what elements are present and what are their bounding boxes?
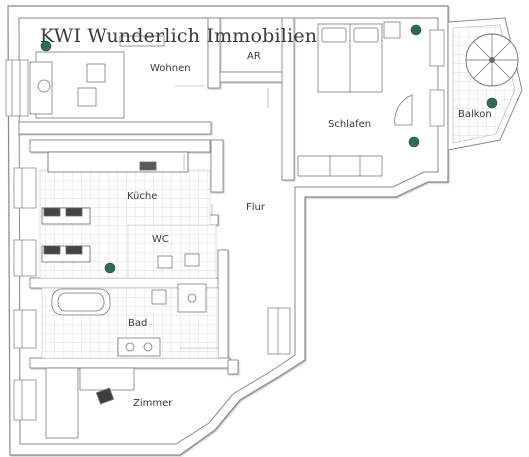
room-label-wohnen: Wohnen <box>150 63 191 74</box>
door-arcs <box>175 85 269 349</box>
west-windows <box>5 59 37 421</box>
bedroom-furniture <box>297 21 413 177</box>
room-label-wc: WC <box>152 234 169 245</box>
room-label-ar: AR <box>247 51 261 62</box>
room-label-bad: Bad <box>128 318 148 329</box>
plant-icon <box>40 24 498 274</box>
wc-floor <box>127 224 217 279</box>
room-label-flur: Flur <box>246 202 265 213</box>
room-label-schlafen: Schlafen <box>328 119 372 130</box>
parasol-icon <box>465 33 519 87</box>
wc-fixtures <box>157 253 200 269</box>
hall-doors <box>267 307 291 355</box>
living-room-furniture <box>29 35 165 119</box>
north-windows <box>429 29 445 127</box>
kitchen-appliances <box>41 151 189 263</box>
room-label-zimmer: Zimmer <box>133 398 173 409</box>
room-label-balkon: Balkon <box>458 109 492 120</box>
room-label-kueche: Küche <box>127 191 158 202</box>
page-title: KWI Wunderlich Immobilien <box>40 25 318 47</box>
bath-fixtures <box>51 283 207 357</box>
room-furniture <box>45 367 135 439</box>
